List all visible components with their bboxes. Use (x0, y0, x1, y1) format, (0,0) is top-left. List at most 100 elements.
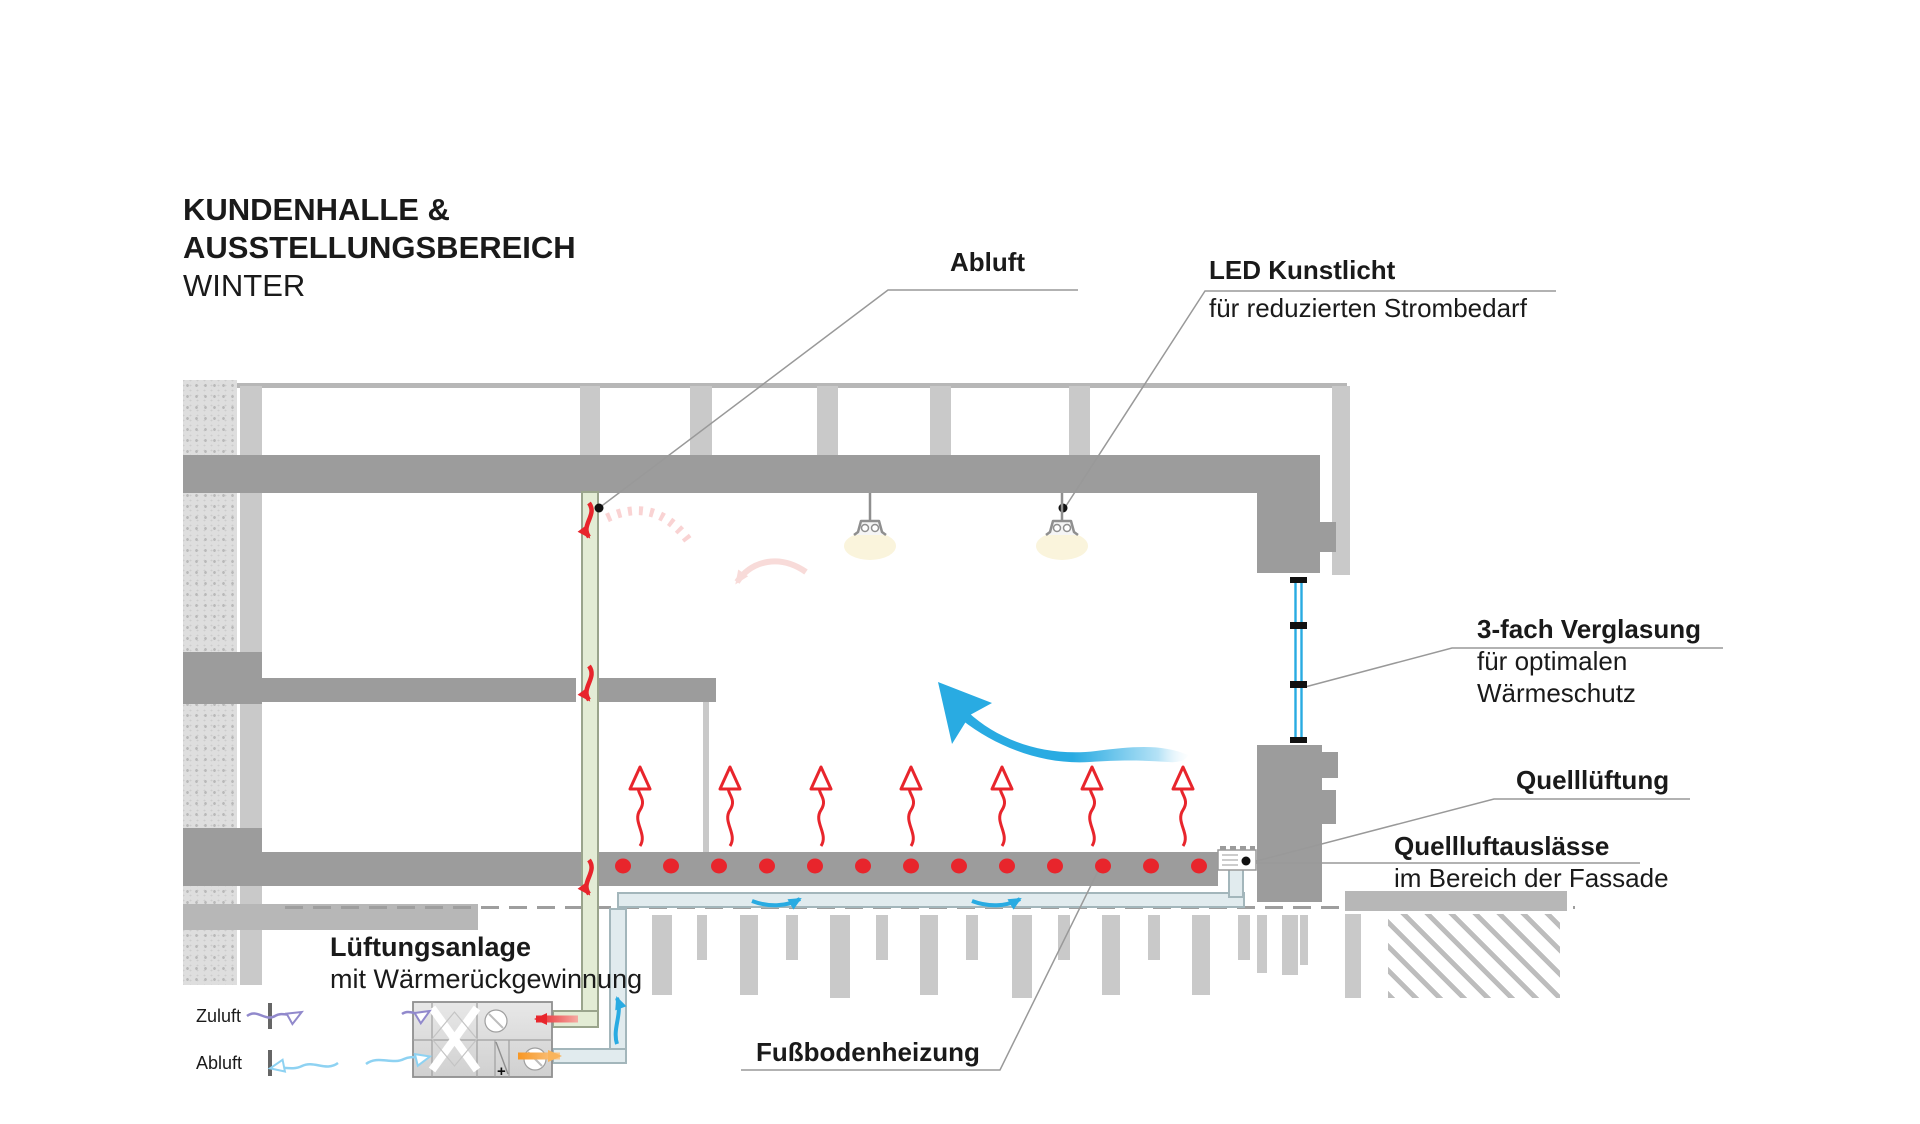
heat-exchanger-cross (428, 1005, 481, 1073)
heating-pipe-dot (951, 858, 967, 874)
heating-pipe-dot (999, 858, 1015, 874)
exhaust-air-down-arrow-icon (577, 501, 594, 539)
foundation-column (697, 915, 707, 960)
facade-lower-nub2 (1322, 790, 1336, 824)
right-facade-strip (1332, 386, 1350, 575)
facade-upper-block (1257, 455, 1320, 573)
warm-air-swirl (605, 506, 808, 585)
heating-pipe-dot (807, 858, 823, 874)
label-abluft: Abluft (950, 247, 1026, 277)
heating-pipe-dot (903, 858, 919, 874)
label-lueftungsanlage: Lüftungsanlage mit Wärmerückgewinnung (330, 932, 643, 994)
fresh-air-in-arrow-icon (401, 1009, 432, 1026)
foundation-column (652, 915, 672, 995)
floor-heating-rise-arrow-icon (718, 765, 742, 847)
title-line1: KUNDENHALLE & (183, 192, 450, 227)
floor-heating-rise-arrow-icon (990, 765, 1014, 847)
floor-heating-rise-arrow-icon (628, 765, 652, 847)
mullion-strip (817, 386, 838, 456)
foundation-column (920, 915, 938, 995)
floor-heating-rise-arrow-icon (1171, 765, 1195, 847)
leader-lines (598, 289, 1723, 1071)
quellueftung-leader-line (1248, 798, 1690, 864)
heating-pipe-dot (663, 858, 679, 874)
foundation-column (1282, 915, 1298, 975)
supply-riser-arrow-icon (613, 996, 627, 1045)
facade-lower-block (1257, 745, 1322, 902)
mid-slab-wall-junction (183, 652, 262, 704)
unit-plus-symbol: + (497, 1063, 506, 1080)
mid-slab-stub (599, 678, 716, 702)
abluft-leader-line (598, 289, 1078, 509)
label-verglasung: 3-fach Verglasung für optimalen Wärmesch… (1477, 614, 1701, 708)
mullion-strip (580, 386, 600, 456)
supply-air-swoosh-icon (938, 682, 1188, 763)
foundation-column (1012, 915, 1032, 998)
foundation-column (1238, 915, 1250, 960)
floor-heating-rise-arrow-icon (899, 765, 923, 847)
exhaust-out-arrow-icon (365, 1052, 433, 1068)
legend-abluft-label: Abluft (196, 1053, 243, 1073)
floor-heating-rise-arrow-icon (809, 765, 833, 847)
mullion-strip (1069, 386, 1090, 456)
abluft-wall-bar (268, 1050, 272, 1076)
foundation-column (1102, 915, 1120, 995)
facade-lower-nub1 (1322, 752, 1338, 778)
heating-pipe-dot (855, 858, 871, 874)
interior-wall-line (703, 702, 709, 852)
legend-zuluft-label: Zuluft (196, 1006, 242, 1026)
heating-pipe-dot (1143, 858, 1159, 874)
glazing-leader-line (1304, 647, 1723, 688)
title-line3: WINTER (183, 268, 306, 303)
foundation-column (1148, 915, 1160, 960)
foundation-column (1058, 915, 1070, 960)
led-leader-line (1063, 290, 1556, 510)
mullion-strip (690, 386, 712, 456)
supply-duct-arrows (751, 897, 1022, 910)
foundation-column (1192, 915, 1210, 995)
heating-pipe-dot (711, 858, 727, 874)
facade-upper-nub (1320, 522, 1336, 552)
floor-slab (183, 852, 1218, 886)
led-lamp-icon (844, 493, 896, 560)
abluft-arrow-icon (267, 1058, 339, 1073)
foundation-column (876, 915, 888, 960)
label-quellueftung: Quelllüftung (1516, 765, 1670, 795)
heating-pipe-dot (1047, 858, 1063, 874)
heating-pipe-dot (759, 858, 775, 874)
foundation-column (786, 915, 798, 960)
triple-glazing-window (1290, 577, 1307, 743)
led-lamps (844, 493, 1088, 560)
foundation-column (830, 915, 850, 998)
heating-pipe-dot (1191, 858, 1207, 874)
foundation-column (1257, 915, 1267, 973)
foundation-column (740, 915, 758, 995)
heating-pipe-dot (1095, 858, 1111, 874)
roof-top-line (183, 383, 1347, 388)
quellluft-outlet (1217, 846, 1257, 871)
leader-dots (594, 503, 1104, 870)
floor-heating-rise-arrow-icon (1080, 765, 1104, 847)
mullion-strip (930, 386, 951, 456)
led-lamp-icon (1036, 493, 1088, 560)
exhaust-air-down-arrow-icon (577, 664, 594, 702)
floor-heating-arrows (628, 765, 1195, 847)
label-quellluftauslaesse: Quellluftauslässe im Bereich der Fassade (1394, 831, 1669, 893)
abluft-anchor-dot (594, 503, 604, 513)
label-led-kunstlicht: LED Kunstlicht für reduzierten Strombeda… (1209, 255, 1527, 323)
label-fussbodenheizung: Fußbodenheizung (756, 1037, 980, 1067)
outlet-anchor-dot (1241, 856, 1251, 866)
damper-line (495, 1041, 509, 1075)
stair-side-strip (1345, 914, 1361, 998)
zuluft-wall-bar (268, 1003, 272, 1029)
title-line2: AUSSTELLUNGSBEREICH (183, 230, 576, 265)
exhaust-air-down-arrow-icon (577, 858, 594, 896)
ventilation-unit: + (365, 996, 627, 1080)
foundation-column (966, 915, 978, 960)
stair-landing-band (1345, 891, 1567, 911)
heating-pipe-dot (615, 858, 631, 874)
stair-hatch (1388, 914, 1560, 998)
exhaust-duct-arrows (577, 501, 594, 896)
